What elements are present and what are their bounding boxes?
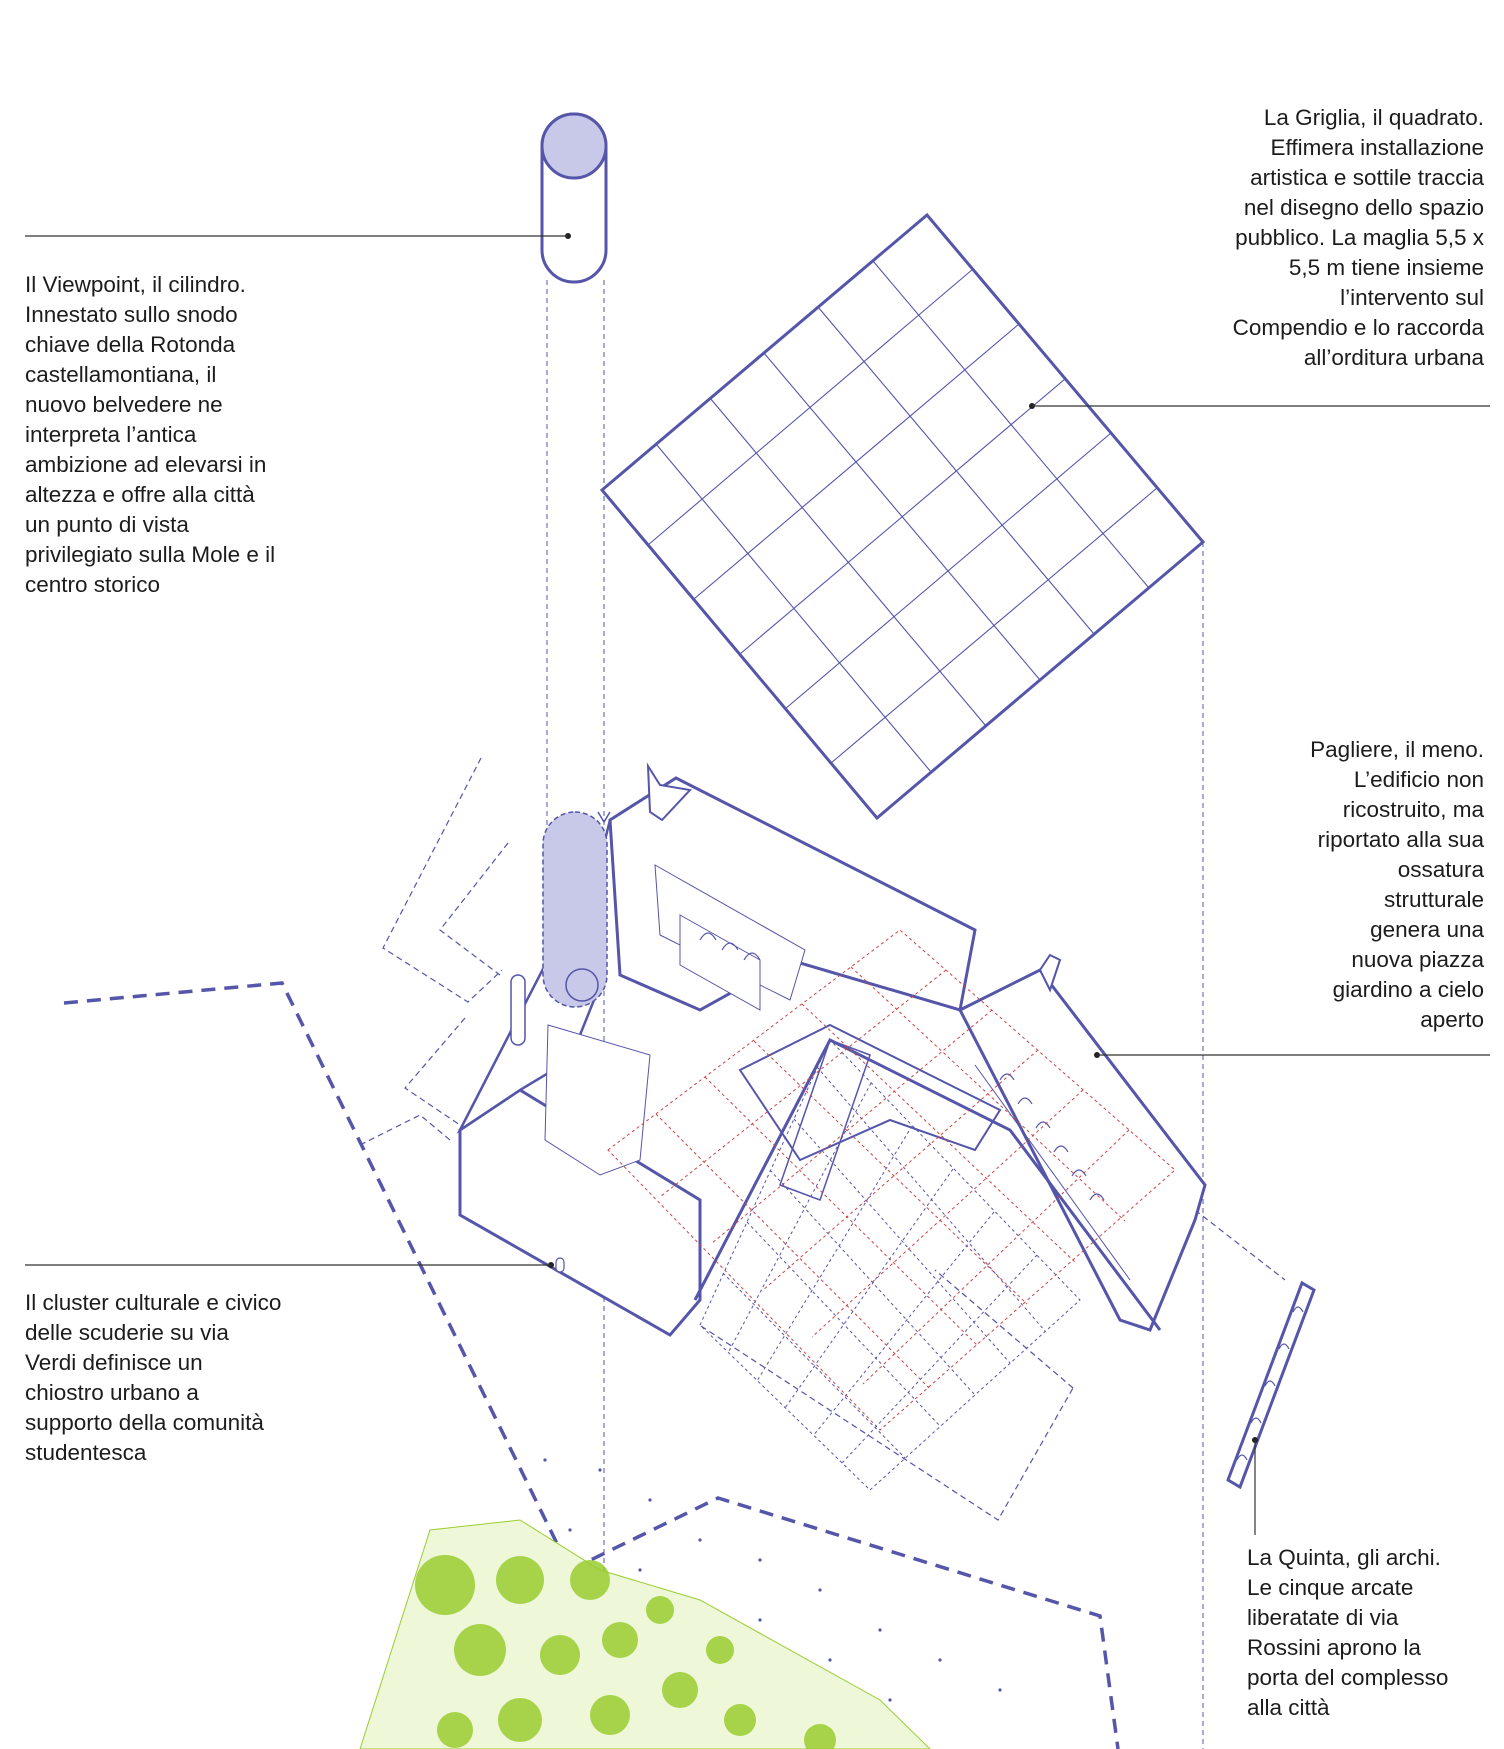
pagliere-skeleton	[693, 953, 1207, 1332]
garden-landscape	[359, 1458, 1002, 1749]
ground-grid-blue	[699, 1039, 1081, 1491]
caption-viewpoint: Il Viewpoint, il cilindro. Innestato sul…	[25, 272, 276, 597]
caption-quinta: La Quinta, gli archi. Le cinque arcate l…	[1247, 1545, 1449, 1720]
quinta-arcade-wall	[1226, 1280, 1316, 1490]
cloister-building	[456, 762, 977, 1337]
caption-pagliere: Pagliere, il meno. L’edificio non ricost…	[1310, 737, 1484, 1032]
caption-griglia: La Griglia, il quadrato. Effimera instal…	[1232, 105, 1484, 370]
leader-lines	[25, 235, 1490, 1535]
viewpoint-cylinder	[540, 112, 608, 284]
caption-cluster: Il cluster culturale e civico delle scud…	[25, 1290, 282, 1465]
viewpoint-drop-arrow	[597, 811, 611, 824]
cylinder-projection	[510, 811, 608, 1046]
site-boundary	[63, 981, 1120, 1749]
ground-grid-red	[607, 929, 1176, 1431]
griglia-square	[599, 212, 1206, 821]
